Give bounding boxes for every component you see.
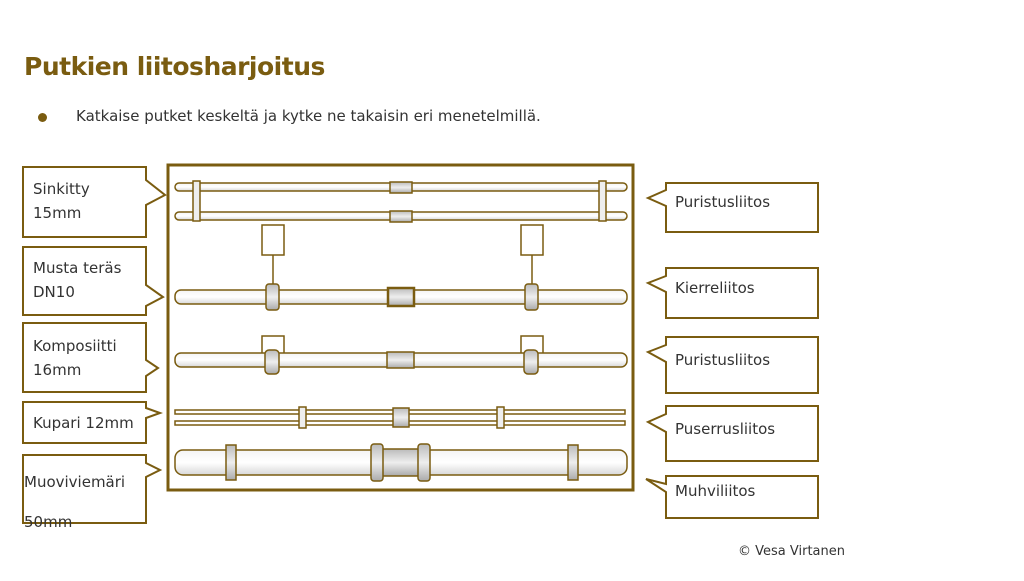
callout-left-3 <box>22 322 160 393</box>
callout-left-1 <box>22 166 167 238</box>
label-press-1: Puristusliitos <box>675 193 771 211</box>
bullet-text: Katkaise putket keskeltä ja kytke ne tak… <box>76 107 541 125</box>
callout-right-2 <box>645 267 819 319</box>
callout-right-1 <box>645 182 819 233</box>
press-fitting <box>389 210 413 223</box>
board-frame <box>166 163 635 492</box>
label-press-2: Puristusliitos <box>675 351 771 369</box>
compression-fitting <box>392 407 410 428</box>
callout-right-5 <box>645 475 819 519</box>
label-threaded: Kierreliitos <box>675 279 755 297</box>
threaded-fitting <box>386 286 416 308</box>
callout-left-5 <box>22 454 163 524</box>
press-fitting <box>386 351 415 369</box>
bullet-icon <box>38 113 47 122</box>
callout-left-2 <box>22 246 165 316</box>
label-compression: Puserrusliitos <box>675 420 776 438</box>
callout-left-4 <box>22 401 163 444</box>
copyright: © Vesa Virtanen <box>738 544 845 559</box>
callout-right-3 <box>645 336 819 394</box>
slide-title: Putkien liitosharjoitus <box>24 52 325 81</box>
label-copper: Kupari 12mm <box>33 414 134 432</box>
callout-right-4 <box>645 405 819 462</box>
press-fitting <box>389 181 413 194</box>
label-socket: Muhviliitos <box>675 482 756 500</box>
socket-fitting <box>380 448 422 477</box>
